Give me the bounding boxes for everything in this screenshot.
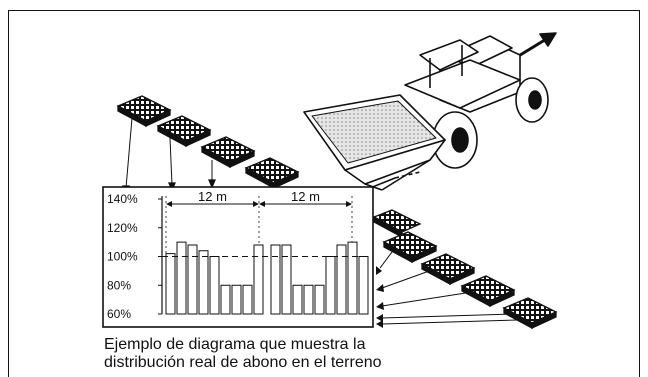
bar (292, 284, 303, 315)
span-markers: 12 m 12 m (165, 189, 353, 314)
y-tick-label: 60% (107, 307, 131, 321)
caption: Ejemplo de diagrama que muestra la distr… (104, 336, 534, 372)
y-tick-label: 100% (107, 250, 138, 264)
span-arrow (259, 201, 265, 207)
bar (187, 244, 198, 315)
bar (209, 256, 220, 315)
y-axis: 140% 120% 100% 80% 60% (107, 192, 163, 321)
tractor-spreader-icon (303, 32, 557, 191)
figure-frame (8, 10, 640, 377)
span-arrow (346, 201, 352, 207)
y-tick-label: 80% (107, 278, 131, 292)
y-tick-label: 140% (107, 192, 138, 206)
left-trays (116, 95, 300, 195)
right-trays (372, 209, 558, 330)
bar (336, 244, 347, 315)
bar (303, 284, 314, 315)
bar (242, 284, 253, 315)
bar (231, 284, 242, 315)
bar (220, 284, 231, 315)
collection-tray-icon (116, 95, 172, 128)
collection-tray-icon (502, 297, 558, 330)
bar (325, 256, 336, 315)
caption-line-2: distribución real de abono en el terreno (104, 354, 382, 371)
collection-tray-icon (200, 136, 256, 169)
collection-tray-icon (382, 231, 438, 264)
y-tick-label: 120% (107, 221, 138, 235)
bar (165, 253, 176, 315)
bar (314, 284, 325, 315)
collection-tray-icon (156, 115, 212, 148)
bar (253, 244, 264, 315)
bar (281, 244, 292, 315)
bar (270, 244, 281, 315)
bar (198, 250, 209, 315)
collection-tray-icon (372, 209, 422, 239)
span-label: 12 m (198, 189, 227, 204)
bar-series (165, 241, 369, 315)
span-label: 12 m (291, 189, 320, 204)
span-arrow (166, 201, 172, 207)
collection-tray-icon (460, 275, 516, 308)
bar (358, 256, 369, 315)
span-arrow (253, 201, 259, 207)
collection-tray-icon (420, 253, 476, 286)
collection-tray-icon (244, 157, 300, 190)
caption-line-1: Ejemplo de diagrama que muestra la (104, 336, 366, 353)
bar (176, 241, 187, 315)
bar (347, 241, 358, 315)
